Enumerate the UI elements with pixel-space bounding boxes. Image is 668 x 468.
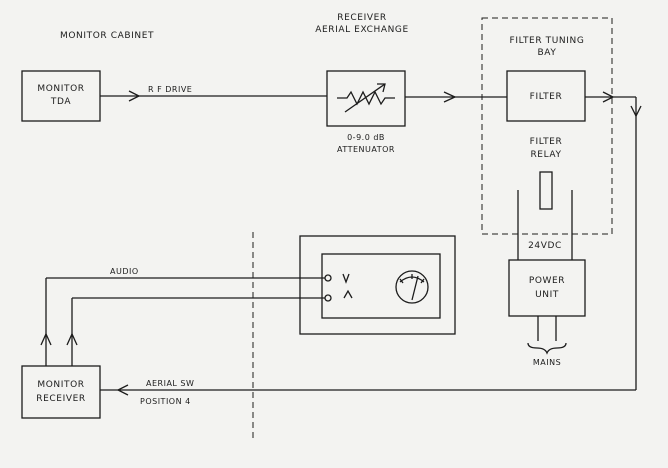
meter-needle: [411, 275, 419, 301]
variable-resistor-arrow-head: [377, 83, 386, 93]
attenuator-to-filter-arrow: [443, 91, 457, 103]
filter-tuning-bay-boundary: [481, 17, 613, 235]
power-unit-label-line1: POWER: [529, 276, 565, 286]
receiver-heading-line1: RECEIVER: [337, 13, 386, 23]
terminal-mark-upper: [342, 273, 350, 284]
meter-tick-left: [399, 278, 404, 284]
filter-label: FILTER: [530, 92, 563, 102]
mains-label: MAINS: [533, 358, 561, 367]
filter-output-arrow: [602, 91, 615, 103]
meter-tick-right: [420, 278, 425, 284]
monitor-tda-label-line2: TDA: [50, 97, 71, 107]
filter-bay-heading-line1: FILTER TUNING: [510, 36, 585, 46]
aerial-switch-arrow: [116, 384, 129, 396]
audio-arrow-right: [66, 332, 78, 346]
filter-box: [506, 70, 586, 122]
attenuator-label: ATTENUATOR: [337, 145, 395, 154]
audio-label: AUDIO: [110, 267, 139, 276]
terminal-mark-lower: [343, 289, 353, 299]
rf-drive-label: R F DRIVE: [148, 85, 192, 94]
meter-panel-outer: [299, 235, 456, 335]
filter-relay-label-line2: RELAY: [530, 150, 561, 160]
power-unit-label-line2: UNIT: [535, 290, 559, 300]
variable-resistor-arrow-shaft: [344, 83, 386, 113]
supply-voltage-label: 24VDC: [528, 241, 562, 251]
return-line-arrow: [630, 105, 642, 118]
audio-terminal-upper: [324, 274, 332, 282]
aerial-switch-label-line1: AERIAL SW: [146, 379, 194, 388]
monitor-receiver-label-line2: RECEIVER: [36, 394, 85, 404]
monitor-receiver-box: [21, 365, 101, 419]
attenuator-box: [326, 70, 406, 127]
relay-plunger: [539, 171, 553, 210]
filter-relay-label-line1: FILTER: [530, 137, 563, 147]
audio-arrow-left: [40, 332, 52, 346]
monitor-tda-box: [21, 70, 101, 122]
attenuator-range-label: 0-9.0 dB: [347, 133, 385, 142]
rf-drive-arrow: [128, 90, 141, 102]
receiver-heading-line2: AERIAL EXCHANGE: [315, 25, 409, 35]
power-unit-box: [508, 259, 586, 317]
monitor-tda-label-line1: MONITOR: [37, 84, 84, 94]
monitor-receiver-label-line1: MONITOR: [37, 380, 84, 390]
aerial-switch-label-line2: POSITION 4: [140, 397, 191, 406]
meter-dial: [395, 270, 429, 304]
filter-bay-heading-line2: BAY: [538, 48, 557, 58]
meter-panel-inner: [321, 253, 441, 319]
monitor-cabinet-heading: MONITOR CABINET: [60, 31, 154, 41]
audio-terminal-lower: [324, 294, 332, 302]
mains-brace: [527, 342, 567, 355]
